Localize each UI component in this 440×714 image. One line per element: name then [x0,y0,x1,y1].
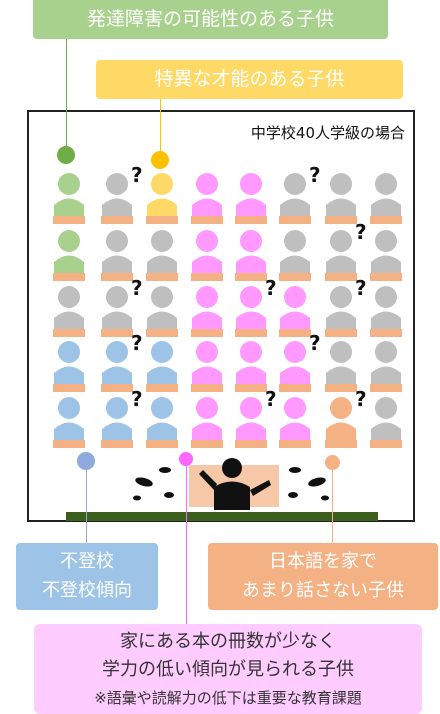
developmental-connector [66,39,67,152]
japanese-label-line2: あまり話さない子供 [242,580,404,601]
japanese-at-home-label: 日本語を家で あまり話さない子供 [208,543,438,610]
question-mark-icon: ? [131,331,143,355]
student-default [101,230,133,281]
student-default [146,230,178,281]
teacher-figure [189,458,279,510]
gifted-marker [151,151,169,169]
student-developmental [53,230,85,281]
student-books [235,397,267,448]
student-default [101,173,133,224]
student-books [191,173,223,224]
student-grid: ??????????? [53,163,402,448]
books-label-line2: 学力の低い傾向が見られる子供 [102,659,354,680]
question-mark-icon: ? [355,387,367,411]
student-books [191,286,223,337]
question-mark-icon: ? [355,220,367,244]
student-default [279,173,311,224]
student-books [235,173,267,224]
student-developmental [53,173,85,224]
speech-marks [133,467,329,501]
student-default [325,173,357,224]
japanese-label-line1: 日本語を家で [269,551,377,572]
student-default [370,230,402,281]
question-mark-icon: ? [265,276,277,300]
student-absence [101,397,133,448]
japanese-marker [325,455,340,470]
student-absence [53,397,85,448]
student-gifted [146,173,178,224]
student-default [325,286,357,337]
student-default [101,286,133,337]
absence-connector [86,470,87,543]
student-books [191,397,223,448]
absence-marker [77,452,95,470]
student-default [370,341,402,392]
student-books [235,230,267,281]
absence-label-line2: 不登校傾向 [42,580,132,601]
question-mark-icon: ? [309,163,321,187]
student-books [279,286,311,337]
student-books [279,341,311,392]
gifted-label: 特異な才能のある子供 [96,60,403,99]
question-mark-icon: ? [131,387,143,411]
student-default [325,230,357,281]
student-books [191,230,223,281]
question-mark-icon: ? [355,276,367,300]
student-default [53,286,85,337]
books-label-note: ※語彙や読解力の低下は重要な教育課題 [94,689,362,707]
classroom-caption: 中学校40人学級の場合 [250,124,405,142]
student-default [146,286,178,337]
student-default [370,173,402,224]
student-absence [146,341,178,392]
student-default [370,286,402,337]
question-mark-icon: ? [265,387,277,411]
question-mark-icon: ? [309,331,321,355]
classroom-frame: 中学校40人学級の場合 ??????????? [27,110,415,522]
teacher-desk-base [66,512,378,521]
few-books-label: 家にある本の冊数が少なく 学力の低い傾向が見られる子供 ※語彙や読解力の低下は重… [34,624,422,714]
developmental-marker [57,146,75,164]
question-mark-icon: ? [131,276,143,300]
student-default [370,397,402,448]
books-marker [179,452,193,466]
books-connector [186,466,187,624]
student-books [279,397,311,448]
student-books [191,341,223,392]
absence-label: 不登校 不登校傾向 [16,543,158,610]
student-books [235,341,267,392]
japanese-connector [332,470,333,543]
student-books [235,286,267,337]
student-japanese [325,397,357,448]
absence-label-line1: 不登校 [60,551,114,572]
student-default [279,230,311,281]
developmental-disability-label: 発達障害の可能性のある子供 [33,0,388,39]
student-absence [53,341,85,392]
student-absence [101,341,133,392]
books-label-line1: 家にある本の冊数が少なく [120,631,336,652]
student-default [325,341,357,392]
gifted-connector [160,99,161,154]
student-absence [146,397,178,448]
question-mark-icon: ? [131,163,143,187]
